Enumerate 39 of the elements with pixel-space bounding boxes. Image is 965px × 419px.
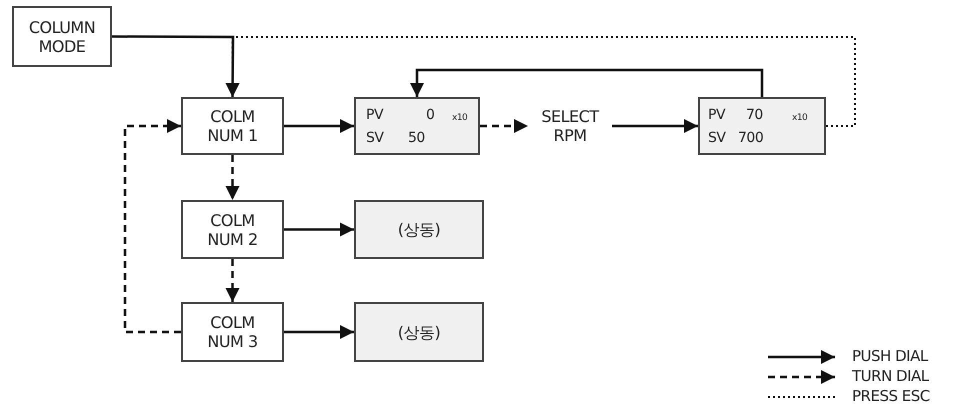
legend-label: TURN DIAL — [852, 368, 929, 385]
scale-label: x10 — [792, 112, 808, 125]
display-value: 50 — [408, 130, 425, 146]
display-label: PV — [366, 107, 384, 123]
box-label: (상동) — [398, 322, 440, 342]
arrow — [124, 119, 181, 334]
arrow — [112, 35, 240, 97]
display-value: 700 — [738, 130, 764, 146]
legend-label: PRESS ESC — [852, 388, 930, 405]
box-label: COLM NUM 2 — [206, 210, 259, 248]
scale-label: x10 — [452, 112, 468, 125]
display-value: 70 — [746, 107, 763, 123]
arrow — [410, 68, 764, 97]
display-panel — [354, 97, 480, 155]
arrow — [284, 119, 354, 133]
legend-label: PUSH DIAL — [852, 348, 928, 365]
arrow — [284, 325, 354, 339]
box-label: (상동) — [398, 220, 440, 239]
box-label: COLM NUM 3 — [206, 313, 259, 351]
display-label: SV — [366, 130, 384, 146]
process-box — [12, 6, 112, 67]
arrow — [226, 259, 240, 302]
display-label: PV — [708, 107, 726, 123]
arrow — [480, 119, 528, 133]
process-box — [181, 200, 284, 259]
box-label: COLM NUM 1 — [206, 107, 259, 145]
note-box — [354, 302, 484, 362]
arrow — [226, 36, 856, 127]
arrow — [612, 119, 698, 133]
process-box — [181, 97, 284, 155]
box-label: COLUMN MODE — [28, 18, 96, 56]
display-panel — [698, 97, 826, 155]
step-label: SELECT RPM — [540, 107, 600, 145]
note-box — [354, 200, 484, 259]
process-box — [181, 302, 284, 362]
display-label: SV — [708, 130, 726, 146]
arrow — [226, 155, 240, 200]
display-value: 0 — [426, 107, 434, 123]
arrow — [284, 222, 354, 236]
